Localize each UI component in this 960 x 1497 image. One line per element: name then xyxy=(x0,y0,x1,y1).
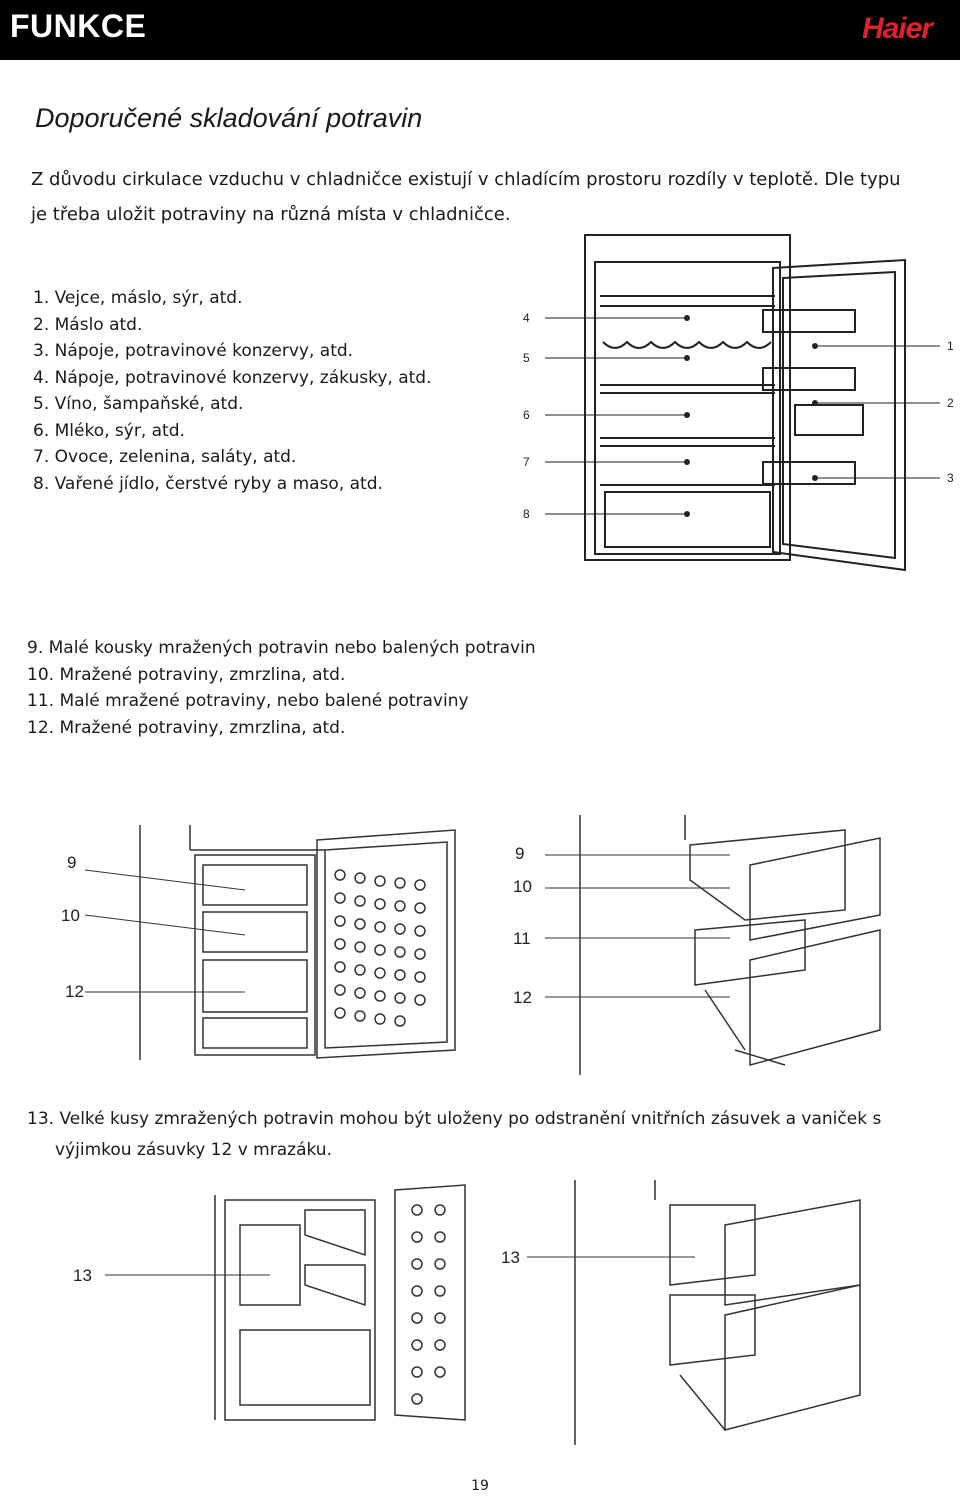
note-line: 13. Velké kusy zmražených potravin mohou… xyxy=(27,1109,882,1129)
fridge-storage-list: 1. Vejce, máslo, sýr, atd. 2. Máslo atd.… xyxy=(33,285,431,497)
callout-label: 9 xyxy=(67,853,76,872)
callout-label: 9 xyxy=(515,844,524,863)
callout-label: 13 xyxy=(73,1266,92,1285)
header-title: FUNKCE xyxy=(10,8,147,44)
callout-label: 13 xyxy=(501,1248,520,1267)
list-item: 2. Máslo atd. xyxy=(33,314,143,335)
freezer-drawers-diagram: 9 10 11 12 xyxy=(513,815,881,1075)
callout-label: 2 xyxy=(947,396,954,410)
callout-label: 10 xyxy=(513,877,532,896)
page-number: 19 xyxy=(471,1478,489,1494)
freezer-storage-list: 9. Malé kousky mražených potravin nebo b… xyxy=(27,635,536,741)
callout-label: 10 xyxy=(61,906,80,925)
note-line: výjimkou zásuvky 12 v mrazáku. xyxy=(55,1140,332,1160)
callout-label: 12 xyxy=(513,988,532,1007)
freezer-removed-drawers-diagram: 13 xyxy=(73,1184,466,1421)
list-item: 3. Nápoje, potravinové konzervy, atd. xyxy=(33,341,354,361)
page-header: FUNKCE Haier xyxy=(0,0,960,60)
callout-label: 11 xyxy=(513,929,531,948)
list-item: 1. Vejce, máslo, sýr, atd. xyxy=(33,288,243,308)
fridge-diagram: 4 5 6 7 8 1 2 3 xyxy=(523,234,954,572)
list-item: 5. Víno, šampaňské, atd. xyxy=(33,394,244,414)
section-title: Doporučené skladování potravin xyxy=(35,103,423,133)
list-item: 11. Malé mražené potraviny, nebo balené … xyxy=(27,691,469,711)
list-item: 7. Ovoce, zelenina, saláty, atd. xyxy=(33,447,297,467)
callout-label: 12 xyxy=(65,982,84,1001)
list-item: 9. Malé kousky mražených potravin nebo b… xyxy=(27,638,536,658)
freezer-door-diagram: 9 10 12 xyxy=(61,825,456,1060)
brand-logo: Haier xyxy=(861,12,933,45)
callout-label: 8 xyxy=(523,507,530,521)
note-paragraph: 13. Velké kusy zmražených potravin mohou… xyxy=(27,1104,927,1166)
callout-label: 7 xyxy=(523,455,530,469)
list-item: 4. Nápoje, potravinové konzervy, zákusky… xyxy=(33,367,432,388)
list-item: 12. Mražené potraviny, zmrzlina, atd. xyxy=(27,717,346,738)
list-item: 8. Vařené jídlo, čerstvé ryby a maso, at… xyxy=(33,473,383,494)
list-item: 10. Mražené potraviny, zmrzlina, atd. xyxy=(27,664,346,685)
list-item: 6. Mléko, sýr, atd. xyxy=(33,420,185,441)
freezer-drawers-closed-diagram: 13 xyxy=(501,1180,861,1445)
intro-paragraph: Z důvodu cirkulace vzduchu v chladničce … xyxy=(31,169,901,225)
callout-label: 1 xyxy=(947,339,954,353)
callout-label: 6 xyxy=(523,408,530,422)
callout-label: 4 xyxy=(523,311,530,325)
callout-label: 3 xyxy=(947,471,954,485)
callout-label: 5 xyxy=(523,351,530,365)
